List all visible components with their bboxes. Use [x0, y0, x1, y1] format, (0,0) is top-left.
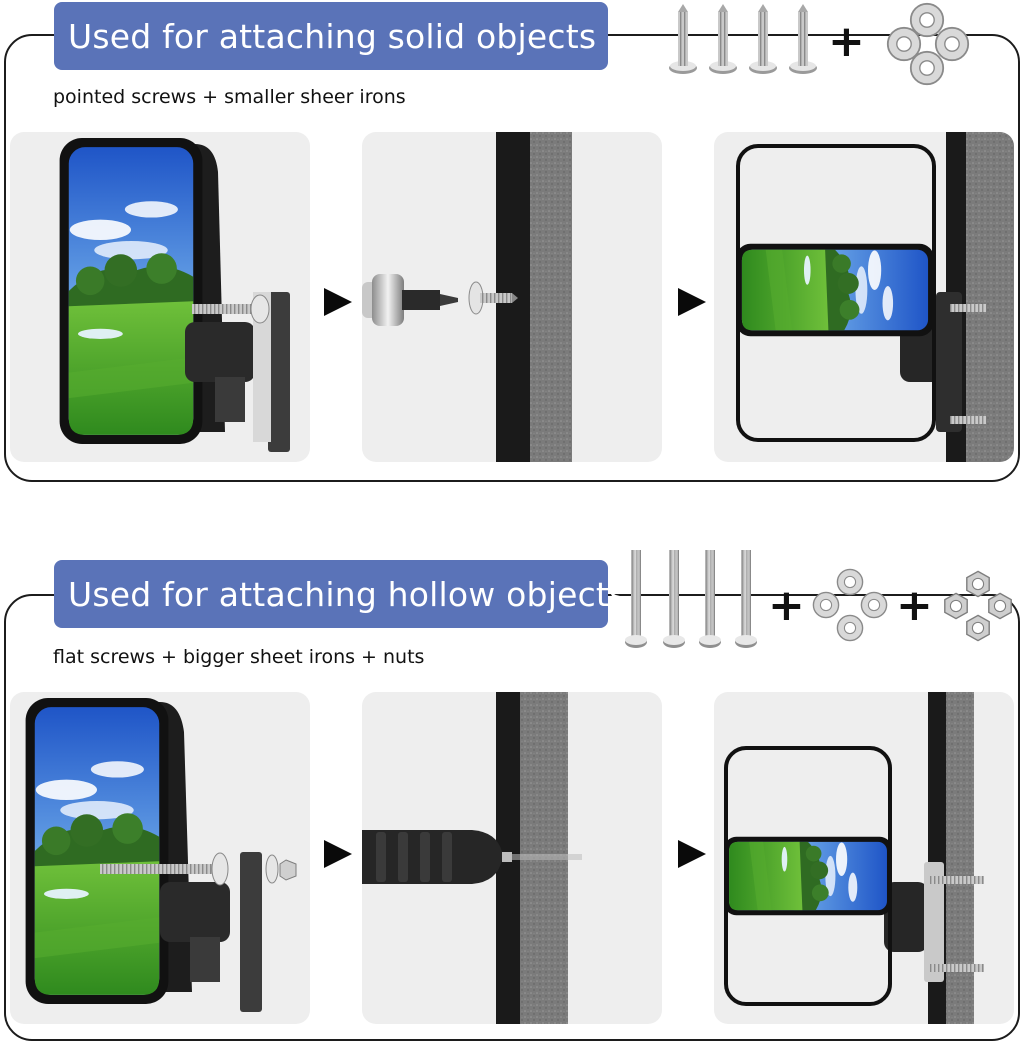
arrow-right-icon — [678, 288, 706, 316]
flat-screw-icon — [625, 550, 647, 648]
step-panel-mounted-mirror — [714, 132, 1014, 462]
flat-screw-icon — [663, 550, 685, 648]
drill-illustration — [362, 692, 582, 1024]
screwdriver-illustration — [362, 132, 572, 462]
pointed-screw-icon — [709, 4, 737, 74]
section-subtitle: pointed screws + smaller sheer irons — [53, 86, 406, 108]
plus-sign: + — [768, 580, 805, 631]
banner-label: Used for attaching solid objects — [68, 16, 597, 56]
pointed-screw-icon — [789, 4, 817, 74]
step-panel-mirror-assembly — [10, 692, 310, 1024]
mirror-assembly-illustration — [59, 138, 290, 452]
washer-set-icon — [812, 568, 888, 642]
mounted-mirror-illustration — [736, 132, 1014, 462]
step-panel-mirror-assembly — [10, 132, 310, 462]
arrow-right-icon — [324, 840, 352, 868]
section-solid-objects: Used for attaching solid objects pointed… — [0, 0, 1024, 490]
plus-sign: + — [896, 580, 933, 631]
section-banner: Used for attaching hollow objects — [54, 560, 626, 628]
arrow-right-icon — [324, 288, 352, 316]
banner-label: Used for attaching hollow objects — [68, 574, 627, 614]
mirror-assembly-illustration — [25, 698, 297, 1012]
plus-sign: + — [828, 16, 865, 67]
arrow-right-icon — [678, 840, 706, 868]
step-panel-screwing — [362, 132, 662, 462]
washer-set-icon — [886, 2, 972, 86]
hardware-flat-screws — [622, 548, 762, 652]
nut-set-icon — [942, 570, 1014, 642]
step-panel-mounted-mirror — [714, 692, 1014, 1024]
pointed-screw-icon — [669, 4, 697, 74]
section-subtitle: flat screws + bigger sheet irons + nuts — [53, 646, 425, 668]
hardware-pointed-screws — [668, 4, 828, 76]
flat-screw-icon — [735, 550, 757, 648]
pointed-screw-icon — [749, 4, 777, 74]
mounted-mirror-illustration — [724, 692, 984, 1024]
flat-screw-icon — [699, 550, 721, 648]
section-hollow-objects: Used for attaching hollow objects flat s… — [0, 540, 1024, 1045]
section-banner: Used for attaching solid objects — [54, 2, 608, 70]
step-panel-drilling — [362, 692, 662, 1024]
